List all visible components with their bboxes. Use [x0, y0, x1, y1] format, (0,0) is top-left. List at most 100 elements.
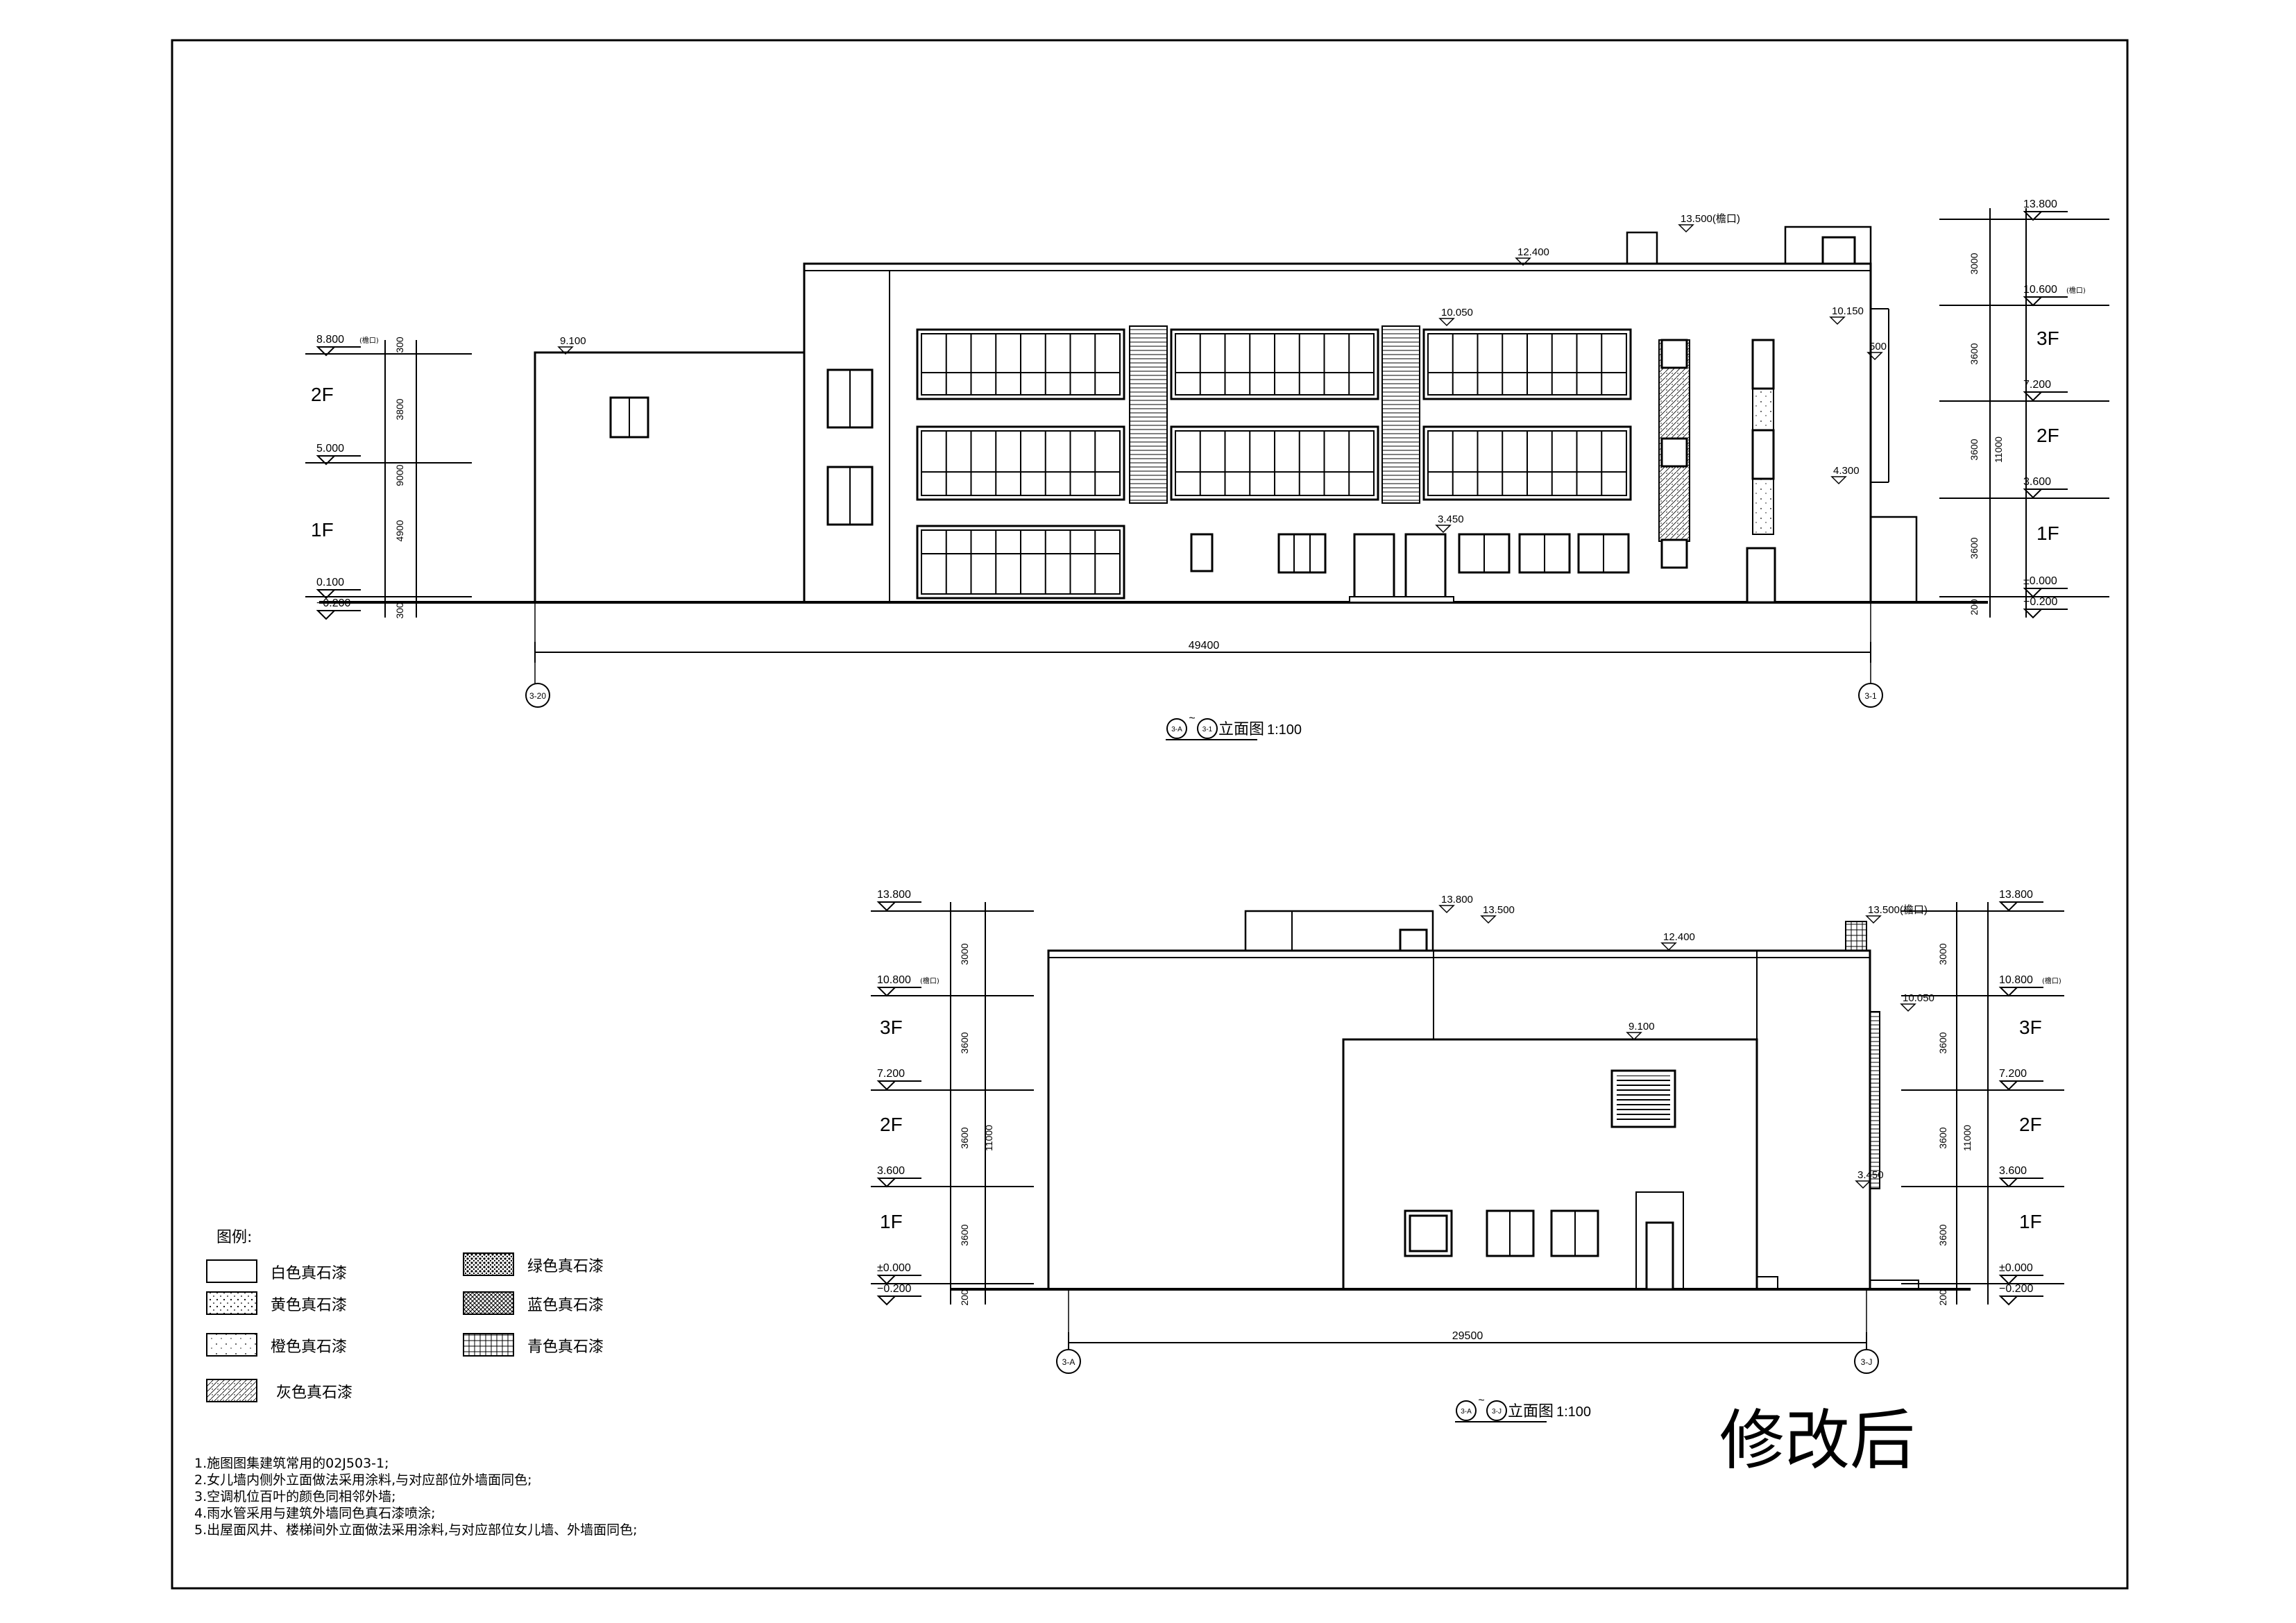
- dimension-text: 3000: [1937, 943, 1948, 965]
- level-note: (檐口): [920, 976, 939, 985]
- floor-label: 1F: [880, 1211, 903, 1232]
- legend-label: 白色真石漆: [271, 1265, 347, 1282]
- svg-text:~: ~: [1189, 713, 1195, 724]
- lower-title-circle-b: 3-J: [1492, 1408, 1502, 1416]
- note-line: 2.女儿墙内侧外立面做法采用涂料,与对应部位外墙面同色;: [194, 1472, 532, 1488]
- svg-text:~: ~: [1478, 1395, 1484, 1407]
- level-value: 10.800: [877, 974, 911, 986]
- dimension-text: 3000: [959, 943, 970, 965]
- dimension-text: 200: [1968, 599, 1980, 615]
- lower-elevation: [871, 902, 2064, 1374]
- upper-title-circle-a: 3-A: [1171, 726, 1182, 733]
- floor-label: 3F: [2036, 328, 2059, 349]
- level-value: 7.200: [1999, 1068, 2027, 1080]
- level-value: 7.200: [2023, 379, 2051, 391]
- level-value: ±0.000: [1999, 1262, 2033, 1274]
- floor-label: 3F: [2019, 1017, 2042, 1038]
- lower-title-circle-a: 3-A: [1461, 1408, 1472, 1416]
- legend-label: 青色真石漆: [527, 1339, 604, 1356]
- floor-label: 2F: [2036, 425, 2059, 446]
- level-value: 3.600: [877, 1165, 905, 1177]
- inner-level-mark: 9.100: [1629, 1021, 1655, 1033]
- lower-right-axis: 3-J: [1861, 1357, 1873, 1367]
- inner-level-mark: 13.500: [1483, 904, 1515, 916]
- dimension-text: 11000: [1993, 436, 2004, 463]
- inner-level-mark: 10.050: [1441, 307, 1473, 318]
- level-value: 13.800: [2023, 198, 2057, 210]
- inner-level-mark: 3.450: [1857, 1169, 1884, 1181]
- dimension-text: 3600: [959, 1127, 970, 1148]
- upper-ground-windows: [1458, 533, 1630, 574]
- dimension-text: 3600: [1968, 537, 1980, 559]
- legend-swatch-orange: [206, 1333, 257, 1357]
- dimension-texts: 3003800900049003003000360011000360036002…: [394, 253, 2004, 1305]
- revision-stamp: 修改后: [1719, 1403, 1915, 1479]
- level-value: 3.600: [2023, 476, 2051, 488]
- legend-swatch-gray: [206, 1379, 257, 1402]
- dimension-text: 300: [394, 602, 405, 619]
- legend-label: 灰色真石漆: [276, 1384, 352, 1402]
- lower-main-block: [1047, 949, 1871, 1291]
- lower-title: 3-A ~ 3-J 立面图 1:100: [1455, 1395, 1591, 1422]
- legend-label: 绿色真石漆: [527, 1258, 604, 1275]
- floor-label: 1F: [311, 519, 334, 541]
- lower-overall-dim: 29500: [1452, 1330, 1483, 1342]
- dimension-text: 9000: [394, 464, 405, 486]
- level-note: (檐口): [2042, 976, 2061, 985]
- dimension-text: 11000: [983, 1125, 994, 1151]
- inner-level-mark: 12.400: [1663, 931, 1695, 943]
- dimension-text: 3600: [1937, 1127, 1948, 1148]
- legend-swatch-yellow: [206, 1291, 257, 1315]
- level-value: 3.600: [1999, 1165, 2027, 1177]
- upper-window-bands: [916, 328, 1632, 600]
- dimension-text: 3600: [1937, 1224, 1948, 1246]
- upper-main-block: [803, 262, 1872, 604]
- dimension-text: 3600: [1968, 343, 1980, 364]
- inner-level-mark: 13.800: [1441, 894, 1473, 906]
- note-line: 1.施图图集建筑常用的02J503-1;: [194, 1456, 389, 1471]
- upper-title-text: 立面图: [1218, 721, 1264, 738]
- level-value: −0.200: [877, 1283, 911, 1295]
- lower-left-axis: 3-A: [1062, 1357, 1075, 1367]
- inner-level-mark: 4.300: [1833, 465, 1860, 477]
- legend-label: 蓝色真石漆: [527, 1297, 604, 1314]
- level-value: ±0.000: [877, 1262, 911, 1274]
- legend-title: 图例:: [216, 1229, 252, 1246]
- level-value: 5.000: [316, 443, 344, 454]
- level-value: 13.800: [1999, 889, 2033, 901]
- upper-title: 3-A ~ 3-1 立面图 1:100: [1166, 713, 1302, 740]
- level-value: 13.800: [877, 889, 911, 901]
- inner-level-mark: 12.400: [1517, 246, 1549, 258]
- level-value: 10.600: [2023, 284, 2057, 296]
- inner-level-mark: 13.500(檐口): [1868, 904, 1928, 916]
- note-line: 3.空调机位百叶的颜色同相邻外墙;: [194, 1489, 396, 1504]
- floor-label: 1F: [2036, 522, 2059, 544]
- inner-level-mark: 13.500(檐口): [1681, 213, 1740, 225]
- level-note: (檐口): [359, 336, 379, 345]
- dimension-text: 3600: [1937, 1032, 1948, 1053]
- legend-label: 黄色真石漆: [271, 1297, 347, 1314]
- level-marks: 8.800(檐口)5.0000.100−0.2002F1F13.80010.60…: [311, 198, 2086, 1306]
- dimension-text: 3600: [959, 1032, 970, 1053]
- lower-title-scale: 1:100: [1556, 1404, 1591, 1420]
- dimension-text: 200: [1937, 1289, 1948, 1306]
- upper-overall-dim: 49400: [1189, 640, 1220, 652]
- legend-swatch-green: [463, 1252, 514, 1276]
- note-line: 4.雨水管采用与建筑外墙同色真石漆喷涂;: [194, 1506, 436, 1521]
- floor-label: 1F: [2019, 1211, 2042, 1232]
- sheet-border: [171, 39, 2129, 1590]
- upper-title-scale: 1:100: [1267, 722, 1302, 738]
- inner-level-mark: 10.050: [1903, 992, 1934, 1004]
- general-notes: 1.施图图集建筑常用的02J503-1;2.女儿墙内侧外立面做法采用涂料,与对应…: [194, 1456, 638, 1538]
- lower-dimension-text: 29500 3-A 3-J: [1062, 1330, 1873, 1367]
- inner-level-mark: 500: [1869, 341, 1887, 352]
- inner-level-mark: 10.150: [1832, 305, 1864, 317]
- legend-swatch-white: [206, 1259, 257, 1283]
- level-value: 0.100: [316, 577, 344, 588]
- lower-title-text: 立面图: [1508, 1403, 1554, 1420]
- floor-label: 3F: [880, 1017, 903, 1038]
- level-value: −0.200: [1999, 1283, 2033, 1295]
